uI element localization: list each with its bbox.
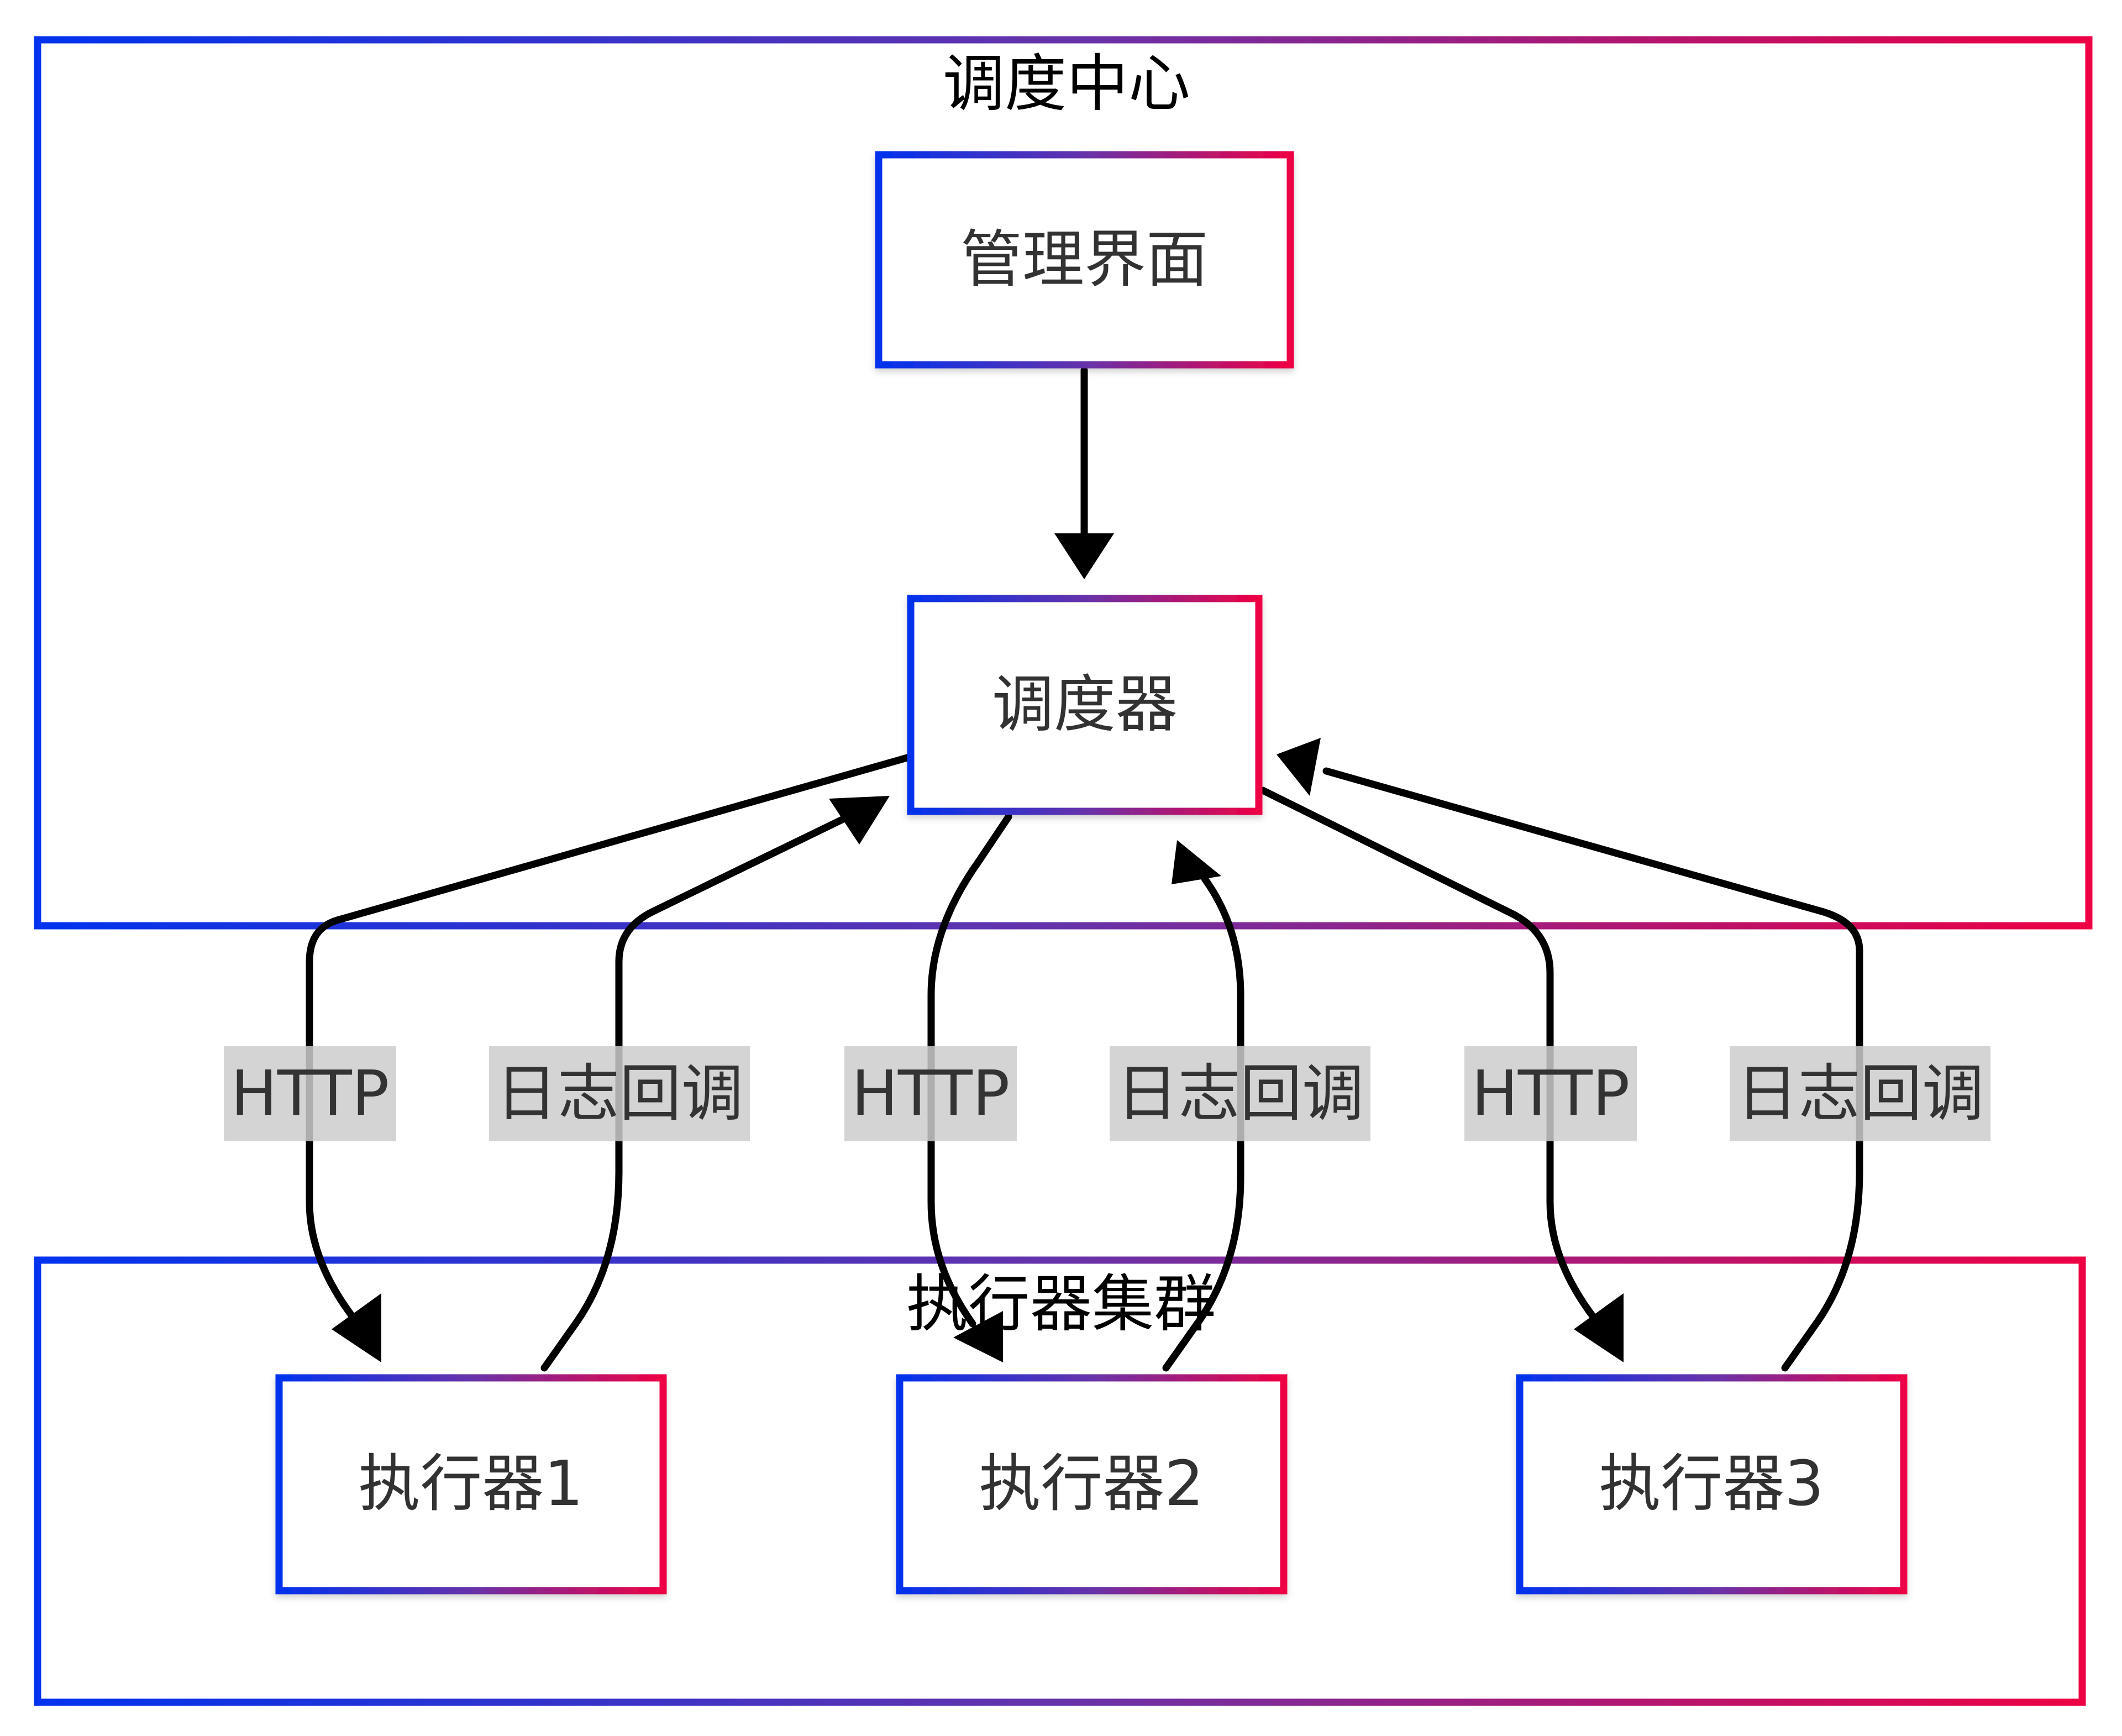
edge-label-bg bbox=[1110, 1046, 1370, 1141]
cluster-scheduling-center-border bbox=[34, 36, 2093, 930]
arrowhead-log-1 bbox=[829, 796, 890, 845]
edge-log-3 bbox=[1322, 767, 1863, 1372]
edge-label-text: 日志回调 bbox=[1116, 1058, 1364, 1130]
edge-labels: HTTP 日志回调 HTTP 日志回调 HTTP 日志回调 bbox=[224, 1046, 1990, 1141]
arrowhead-log-2 bbox=[1172, 840, 1221, 884]
node-executor1-label: 执行器1 bbox=[358, 1448, 583, 1520]
nodes: 管理界面 调度器 执行器1 执行器2 执行器3 bbox=[275, 151, 1908, 1595]
edge-http-2 bbox=[927, 813, 1012, 1328]
node-executor3-label: 执行器3 bbox=[1599, 1448, 1824, 1520]
edge-label-text: 日志回调 bbox=[496, 1058, 743, 1130]
node-executor1-box[interactable] bbox=[275, 1374, 667, 1595]
node-admin-ui-box[interactable] bbox=[875, 151, 1294, 369]
edge-label-bg bbox=[224, 1046, 396, 1141]
edge-log-1 bbox=[540, 814, 849, 1372]
node-executor2-label: 执行器2 bbox=[979, 1448, 1204, 1520]
cluster-scheduling-center: 调度中心 bbox=[34, 36, 2093, 930]
arrowhead-log-3 bbox=[1277, 738, 1321, 796]
arrowhead-http-2 bbox=[953, 1311, 1003, 1362]
node-executor3[interactable]: 执行器3 bbox=[1516, 1374, 1908, 1595]
node-scheduler-label: 调度器 bbox=[992, 669, 1178, 741]
node-scheduler[interactable]: 调度器 bbox=[907, 595, 1263, 815]
edge-label-text: HTTP bbox=[1472, 1058, 1630, 1130]
edge-http-1 bbox=[306, 753, 913, 1322]
node-executor3-box[interactable] bbox=[1516, 1374, 1908, 1595]
edge-label-log-3: 日志回调 bbox=[1730, 1046, 1990, 1141]
cluster-executor-cluster-border bbox=[34, 1256, 2086, 1706]
edge-log-2 bbox=[1162, 875, 1244, 1372]
cluster-executor-cluster-title: 执行器集群 bbox=[906, 1268, 1216, 1340]
node-scheduler-box[interactable] bbox=[907, 595, 1263, 815]
arrowhead-admin-to-scheduler bbox=[1054, 533, 1114, 579]
node-executor2[interactable]: 执行器2 bbox=[896, 1374, 1288, 1595]
edges bbox=[306, 366, 1863, 1372]
edge-label-http-3: HTTP bbox=[1464, 1046, 1637, 1141]
edge-label-http-2: HTTP bbox=[844, 1046, 1017, 1141]
edge-label-log-2: 日志回调 bbox=[1110, 1046, 1370, 1141]
edge-label-bg bbox=[844, 1046, 1017, 1141]
node-executor2-box[interactable] bbox=[896, 1374, 1288, 1595]
node-admin-ui[interactable]: 管理界面 bbox=[875, 151, 1294, 369]
edge-label-text: 日志回调 bbox=[1736, 1058, 1984, 1130]
edge-label-bg bbox=[489, 1046, 750, 1141]
edge-label-bg bbox=[1730, 1046, 1990, 1141]
node-executor1[interactable]: 执行器1 bbox=[275, 1374, 667, 1595]
edge-label-text: HTTP bbox=[852, 1058, 1010, 1130]
edge-label-text: HTTP bbox=[231, 1058, 390, 1130]
edge-label-log-1: 日志回调 bbox=[489, 1046, 750, 1141]
node-admin-ui-label: 管理界面 bbox=[960, 224, 1208, 296]
arrowhead-http-1 bbox=[332, 1293, 381, 1362]
edge-label-bg bbox=[1464, 1046, 1637, 1141]
cluster-scheduling-center-title: 调度中心 bbox=[943, 48, 1190, 120]
arrowhead-http-3 bbox=[1574, 1293, 1624, 1362]
edge-http-3 bbox=[1259, 786, 1598, 1322]
edge-label-http-1: HTTP bbox=[224, 1046, 396, 1141]
